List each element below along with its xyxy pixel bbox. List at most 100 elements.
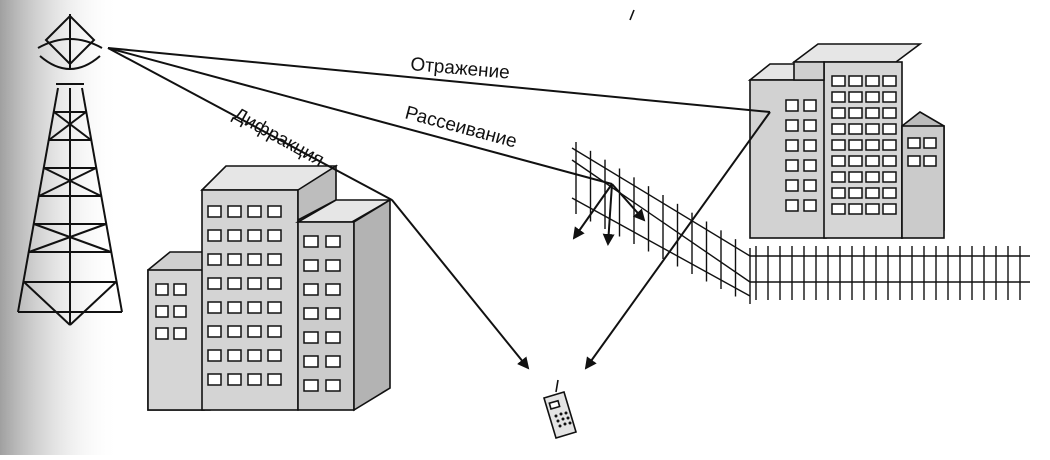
- window: [803, 179, 817, 192]
- window: [303, 379, 319, 392]
- reflection-ray-reflected: [584, 111, 771, 370]
- window: [267, 325, 282, 338]
- window: [831, 107, 846, 119]
- window: [267, 277, 282, 290]
- window: [227, 325, 242, 338]
- window: [831, 91, 846, 103]
- window: [831, 203, 846, 215]
- window: [882, 75, 897, 87]
- window: [303, 355, 319, 368]
- window: [227, 229, 242, 242]
- window: [803, 159, 817, 172]
- window: [207, 373, 222, 386]
- window: [303, 283, 319, 296]
- fence-post: [571, 197, 751, 297]
- window: [207, 325, 222, 338]
- building-right: [747, 43, 945, 239]
- window: [803, 99, 817, 112]
- window: [227, 277, 242, 290]
- window: [831, 75, 846, 87]
- stray-mark: [629, 9, 635, 21]
- signal-paths: [107, 47, 771, 370]
- window: [303, 235, 319, 248]
- window: [865, 171, 880, 183]
- window: [173, 305, 187, 318]
- window: [803, 139, 817, 152]
- window: [207, 253, 222, 266]
- window: [325, 283, 341, 296]
- window: [848, 75, 863, 87]
- window: [247, 373, 262, 386]
- window: [267, 373, 282, 386]
- window: [267, 301, 282, 314]
- window: [155, 327, 169, 340]
- window: [303, 331, 319, 344]
- window: [785, 199, 799, 212]
- window: [247, 205, 262, 218]
- window: [882, 171, 897, 183]
- window: [227, 205, 242, 218]
- window: [227, 373, 242, 386]
- window: [831, 123, 846, 135]
- window: [923, 155, 937, 167]
- window: [785, 179, 799, 192]
- window: [227, 349, 242, 362]
- window: [267, 253, 282, 266]
- building-left: [147, 164, 393, 412]
- window: [785, 119, 799, 132]
- window: [247, 253, 262, 266]
- window: [831, 187, 846, 199]
- window: [173, 327, 187, 340]
- scattered-ray-3: [611, 183, 646, 222]
- window: [803, 199, 817, 212]
- window: [267, 349, 282, 362]
- window: [865, 203, 880, 215]
- window: [785, 159, 799, 172]
- window: [325, 379, 341, 392]
- window: [227, 301, 242, 314]
- window: [882, 107, 897, 119]
- window: [325, 235, 341, 248]
- window: [325, 259, 341, 272]
- window: [882, 139, 897, 151]
- window: [247, 229, 262, 242]
- window: [247, 301, 262, 314]
- page-edge-shadow: [0, 0, 120, 455]
- window: [267, 229, 282, 242]
- window: [882, 91, 897, 103]
- reflection-ray-incident: [107, 47, 771, 113]
- window: [303, 259, 319, 272]
- window: [155, 283, 169, 296]
- window: [907, 137, 921, 149]
- label-scattering: Рассеивание: [403, 103, 519, 153]
- window: [882, 123, 897, 135]
- scattering-ray-incident: [107, 47, 613, 185]
- window: [831, 155, 846, 167]
- window: [303, 307, 319, 320]
- window: [207, 301, 222, 314]
- fence: [571, 142, 1030, 304]
- window: [865, 91, 880, 103]
- diffraction-ray-incident: [107, 47, 393, 201]
- window: [227, 253, 242, 266]
- window: [848, 123, 863, 135]
- window: [865, 75, 880, 87]
- scattered-ray-2: [602, 183, 615, 246]
- window: [907, 155, 921, 167]
- window: [325, 331, 341, 344]
- window: [785, 139, 799, 152]
- window: [831, 139, 846, 151]
- window: [848, 155, 863, 167]
- window: [173, 283, 187, 296]
- window: [785, 99, 799, 112]
- window: [848, 187, 863, 199]
- window: [803, 119, 817, 132]
- window: [831, 171, 846, 183]
- scattered-ray-1: [572, 183, 613, 240]
- window: [207, 277, 222, 290]
- window: [848, 171, 863, 183]
- window: [923, 137, 937, 149]
- window: [882, 187, 897, 199]
- window: [882, 155, 897, 167]
